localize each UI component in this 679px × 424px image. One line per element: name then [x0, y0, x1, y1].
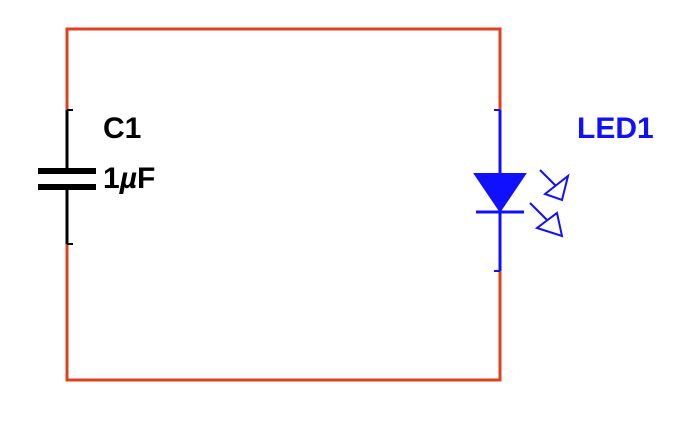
- capacitor-value-unit: F: [137, 162, 155, 195]
- led-reference-label: LED1: [577, 112, 654, 145]
- capacitor-reference-label: C1: [103, 112, 141, 145]
- led-triangle: [473, 173, 527, 213]
- led-led1: [473, 109, 527, 272]
- led-emission-arrows: [529, 169, 570, 238]
- capacitor-c1: [38, 109, 96, 245]
- wire-top: [65, 27, 502, 112]
- emission-arrow-1-shaft: [539, 169, 557, 187]
- capacitor-value-prefix: µ: [119, 162, 137, 195]
- capacitor-value-number: 1: [103, 162, 120, 195]
- emission-arrow-2-shaft: [529, 202, 548, 221]
- wire-bottom: [65, 242, 502, 382]
- capacitor-value-label: 1µF: [103, 162, 155, 195]
- emission-arrow-1-head: [542, 173, 570, 202]
- wires: [65, 27, 502, 382]
- emission-arrow-2-head: [534, 211, 564, 238]
